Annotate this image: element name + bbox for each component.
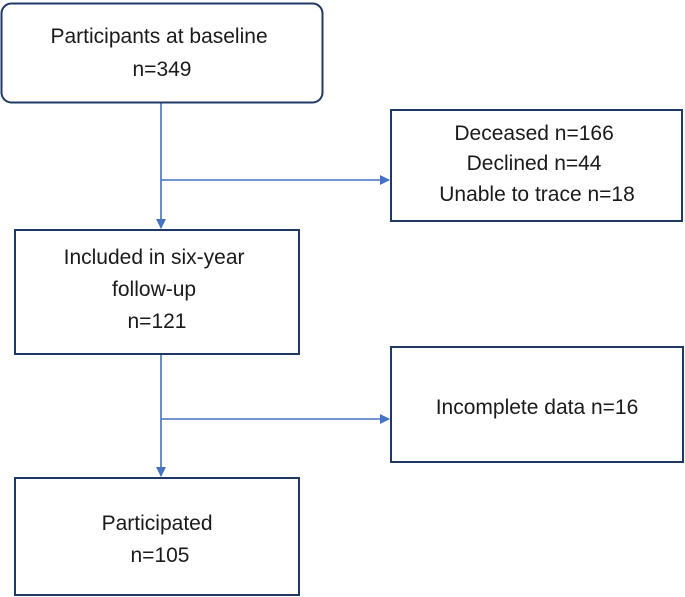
baseline-label-line-1: Participants at baseline [51,25,268,48]
followup-line-2: follow-up [112,278,196,301]
box-excluded-first: Deceased n=166 Declined n=44 Unable to t… [390,109,683,222]
excluded-second-line-1: Incomplete data n=16 [436,396,639,419]
excluded-first-line-3: Unable to trace n=18 [439,183,635,206]
svg-text:Participated n=105: Participated n=105 [102,512,219,567]
box-excluded-second: Incomplete data n=16 [390,346,684,463]
baseline-label-line-2: n=349 [133,58,192,81]
box-participated: Participated n=105 [14,477,300,596]
svg-text:Deceased n=166 Declined: Deceased n=166 Declined n=44 Unable to t… [439,122,635,206]
excluded-first-line-2: Declined n=44 [467,152,602,175]
connectors [156,103,390,477]
box-followup: Included in six-year follow-up n=121 [14,229,300,355]
svg-text:Included in six-year fol: Included in six-year follow-up n=121 [64,246,251,333]
box-baseline: Participants at baseline n=349 [0,2,324,104]
svg-text:Participants at baseline: Participants at baseline n=349 [51,25,274,81]
excluded-first-line-1: Deceased n=166 [454,122,613,145]
followup-line-1: Included in six-year [64,246,245,269]
followup-line-3: n=121 [128,310,187,333]
participated-line-1: Participated [102,512,213,535]
participated-line-2: n=105 [131,544,190,567]
svg-text:Incomplete data n=16: Incomplete data n=16 [436,396,639,419]
